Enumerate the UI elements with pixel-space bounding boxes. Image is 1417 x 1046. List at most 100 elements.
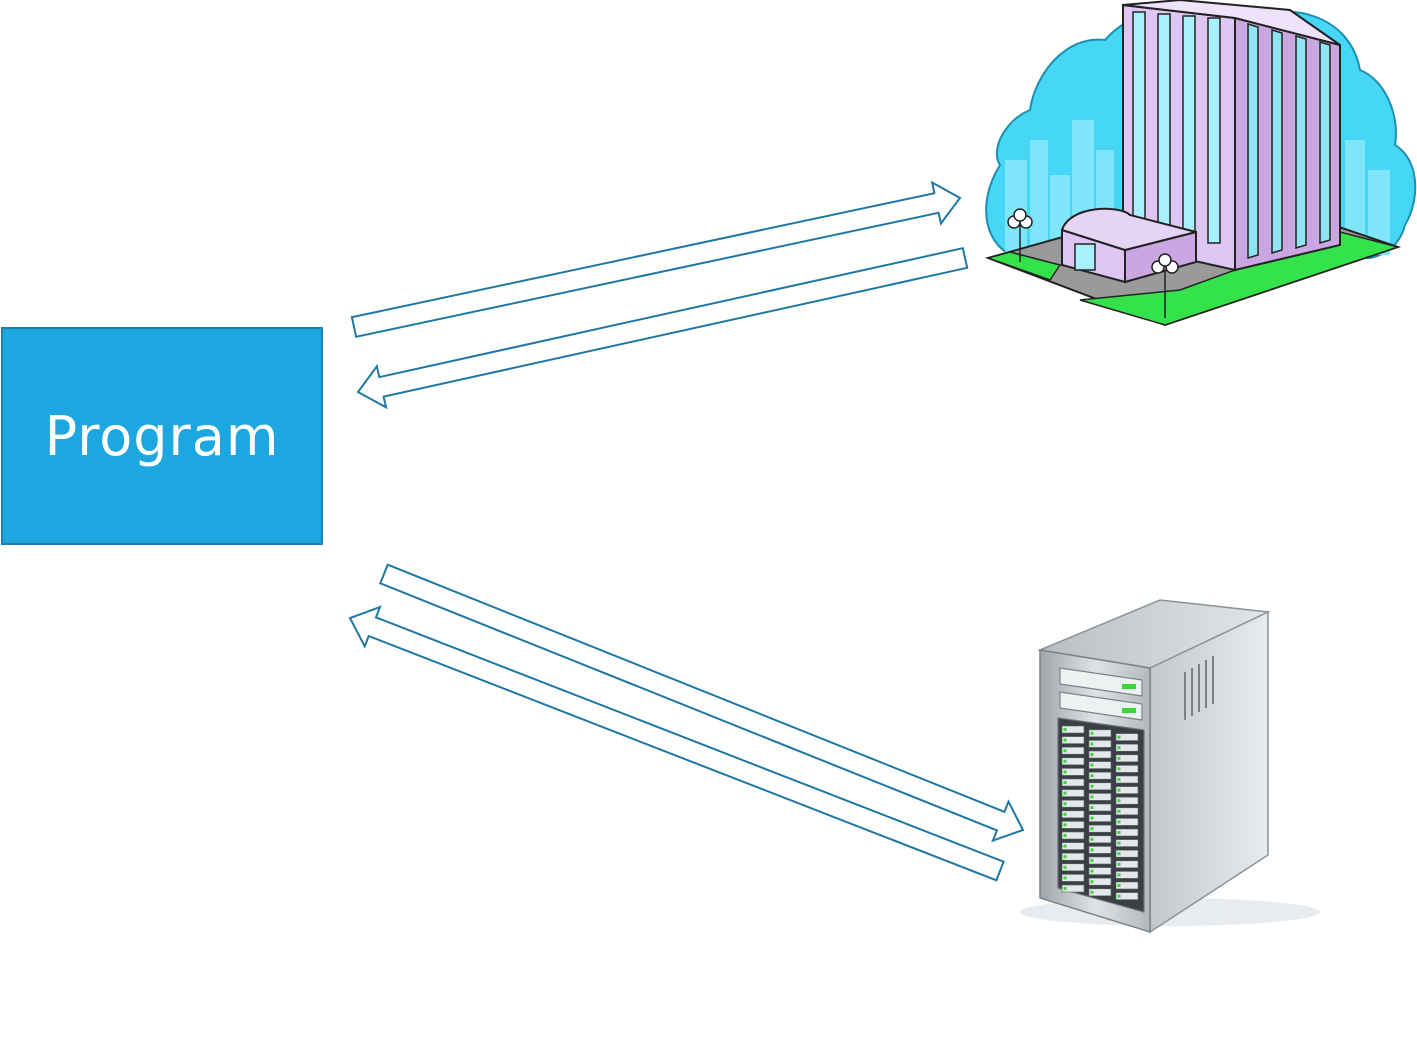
disk-led — [1117, 735, 1121, 739]
disk-slot — [1088, 877, 1112, 886]
disk-led — [1063, 844, 1067, 848]
disk-led — [1063, 781, 1067, 784]
disk-slot — [1088, 803, 1112, 812]
disk-led — [1063, 823, 1067, 827]
disk-led — [1090, 806, 1094, 809]
disk-slot — [1115, 860, 1139, 869]
disk-slot — [1061, 821, 1085, 829]
disk-led — [1063, 855, 1067, 859]
disk-led — [1063, 876, 1067, 880]
disk-slot — [1088, 782, 1112, 791]
disk-slot — [1115, 786, 1139, 794]
disk-slot — [1088, 867, 1112, 875]
disk-led — [1063, 802, 1067, 806]
disk-led — [1063, 834, 1067, 837]
disk-slot — [1088, 835, 1112, 844]
arrow-server-to-program — [348, 605, 1005, 882]
disk-slot — [1061, 842, 1085, 850]
disk-led — [1090, 784, 1094, 788]
disk-slot — [1088, 846, 1112, 854]
disk-led — [1063, 887, 1067, 890]
disk-led — [1090, 753, 1094, 756]
disk-slot — [1061, 810, 1085, 819]
disk-led — [1090, 816, 1094, 820]
disk-slot — [1115, 871, 1139, 879]
disk-slot — [1088, 888, 1112, 897]
disk-slot — [1115, 733, 1139, 741]
disk-led — [1117, 873, 1121, 877]
disk-led — [1117, 841, 1121, 845]
disk-led — [1063, 812, 1067, 816]
disk-slot — [1115, 839, 1139, 847]
disk-led — [1117, 799, 1121, 803]
disk-slot — [1115, 743, 1139, 752]
disk-led — [1117, 778, 1121, 781]
disk-led — [1090, 869, 1094, 873]
arrow-program-to-server — [379, 563, 1025, 843]
disk-slot — [1088, 771, 1112, 780]
disk-slot — [1115, 765, 1139, 773]
disk-slot — [1061, 789, 1085, 797]
disk-led — [1090, 731, 1094, 735]
disk-slot — [1061, 852, 1085, 861]
disk-slot — [1061, 831, 1085, 840]
disk-led — [1117, 862, 1121, 866]
program-node: Program — [1, 327, 323, 545]
disk-slot — [1115, 818, 1139, 826]
disk-led — [1090, 848, 1094, 852]
disk-slot — [1115, 807, 1139, 816]
disk-led — [1063, 759, 1067, 763]
disk-slot — [1061, 799, 1085, 808]
disk-slot — [1061, 863, 1085, 872]
disk-slot — [1061, 874, 1085, 882]
disk-slot — [1088, 729, 1112, 738]
disk-led — [1063, 738, 1067, 742]
disk-led — [1090, 837, 1094, 841]
disk-slot — [1061, 736, 1085, 744]
disk-led — [1090, 827, 1094, 831]
disk-led — [1117, 756, 1121, 760]
disk-slot — [1115, 849, 1139, 858]
disk-slot — [1115, 775, 1139, 784]
disk-slot — [1061, 725, 1085, 734]
disk-led — [1117, 852, 1121, 856]
disk-slot — [1115, 881, 1139, 890]
disk-led — [1090, 880, 1094, 884]
disk-slot — [1088, 740, 1112, 748]
program-label: Program — [44, 404, 280, 468]
disk-led — [1063, 865, 1067, 869]
disk-led — [1117, 788, 1121, 792]
disk-slot — [1115, 796, 1139, 805]
office-building-icon — [984, 0, 1417, 327]
disk-slot — [1115, 892, 1139, 900]
disk-led — [1063, 728, 1067, 731]
disk-led — [1090, 859, 1094, 862]
disk-slot — [1061, 884, 1085, 893]
disk-slot — [1088, 824, 1112, 833]
disk-led — [1117, 894, 1121, 898]
connection-arrows — [348, 180, 1025, 882]
disk-led — [1063, 791, 1067, 795]
disk-led — [1117, 820, 1121, 824]
disk-slot — [1061, 746, 1085, 755]
disk-led — [1090, 774, 1094, 778]
disk-led — [1090, 763, 1094, 767]
disk-led — [1063, 749, 1067, 753]
disk-led — [1090, 742, 1094, 746]
disk-led — [1117, 767, 1121, 771]
disk-led — [1117, 831, 1121, 834]
disk-slot — [1115, 828, 1139, 837]
disk-led — [1117, 809, 1121, 813]
disk-slot — [1115, 754, 1139, 763]
disk-slot — [1088, 761, 1112, 769]
disk-led — [1090, 795, 1094, 799]
disk-slot — [1061, 768, 1085, 776]
disk-led — [1063, 770, 1067, 774]
disk-slot — [1088, 750, 1112, 759]
disk-slot — [1088, 856, 1112, 865]
arrow-program-to-office-building — [350, 180, 962, 338]
arrow-office-building-to-program — [356, 247, 969, 410]
disk-led — [1117, 746, 1121, 750]
disk-slot — [1061, 778, 1085, 787]
